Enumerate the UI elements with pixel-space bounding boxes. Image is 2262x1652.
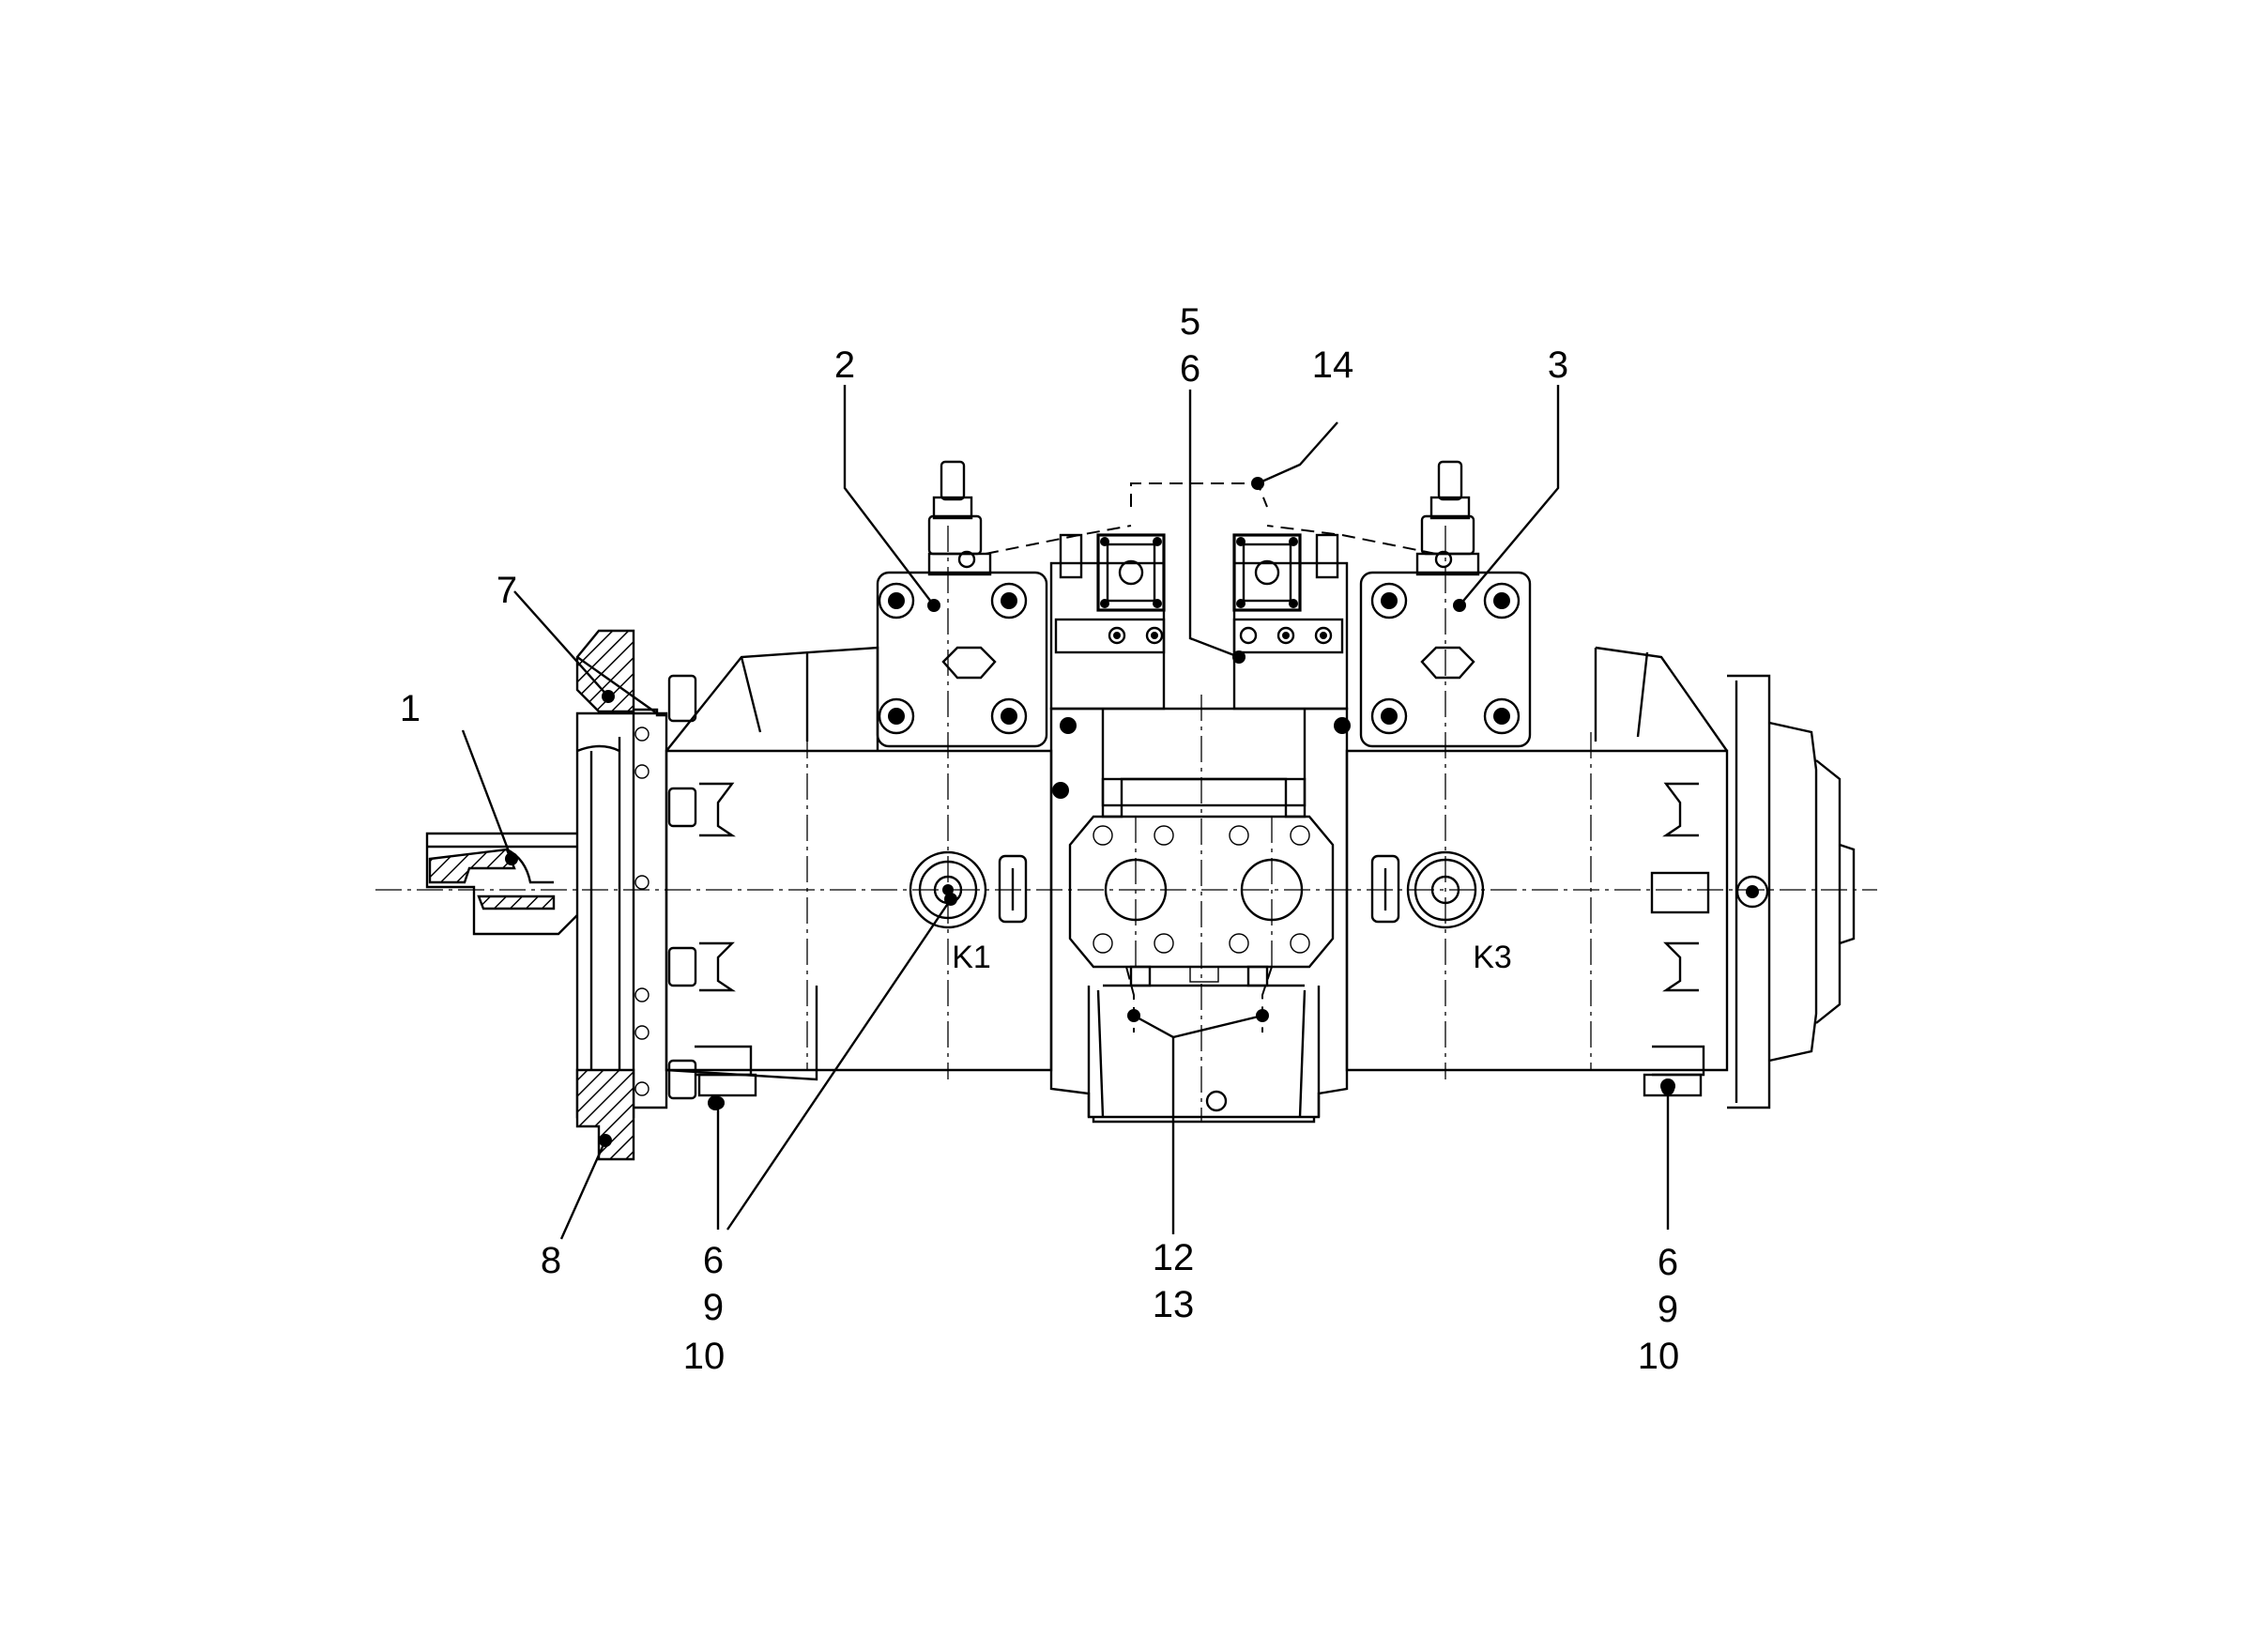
callout-10-right: 10 (1637, 1336, 1680, 1377)
callout-1: 1 (399, 688, 421, 729)
callout-7: 7 (496, 570, 518, 611)
callout-13: 13 (1152, 1284, 1195, 1325)
callout-3: 3 (1547, 344, 1569, 386)
callout-14: 14 (1311, 344, 1354, 386)
callout-2: 2 (833, 344, 856, 386)
callout-6-left: 6 (702, 1240, 725, 1281)
callout-12: 12 (1152, 1237, 1195, 1278)
callout-6-top: 6 (1179, 348, 1201, 390)
port-label-k3: K3 (1473, 940, 1512, 975)
callout-10-left: 10 (682, 1336, 726, 1377)
solenoid-valve-right (1232, 533, 1349, 711)
flange-section-bottom (575, 1068, 635, 1161)
input-shaft (425, 832, 578, 936)
pump-housing (425, 629, 1856, 1161)
callout-8: 8 (540, 1240, 562, 1281)
callout-5: 5 (1179, 301, 1201, 343)
pilot-hose-line (985, 482, 1437, 1032)
callout-6-right: 6 (1657, 1242, 1679, 1283)
callout-9-left: 9 (702, 1287, 725, 1328)
port-label-k1: K1 (952, 940, 991, 975)
solenoid-valve-left (1049, 533, 1166, 711)
regulator-right (1359, 460, 1532, 748)
callout-9-right: 9 (1657, 1289, 1679, 1330)
leader-lines (461, 385, 1674, 1240)
center-lines (375, 526, 1877, 1122)
regulator-left (876, 460, 1048, 748)
